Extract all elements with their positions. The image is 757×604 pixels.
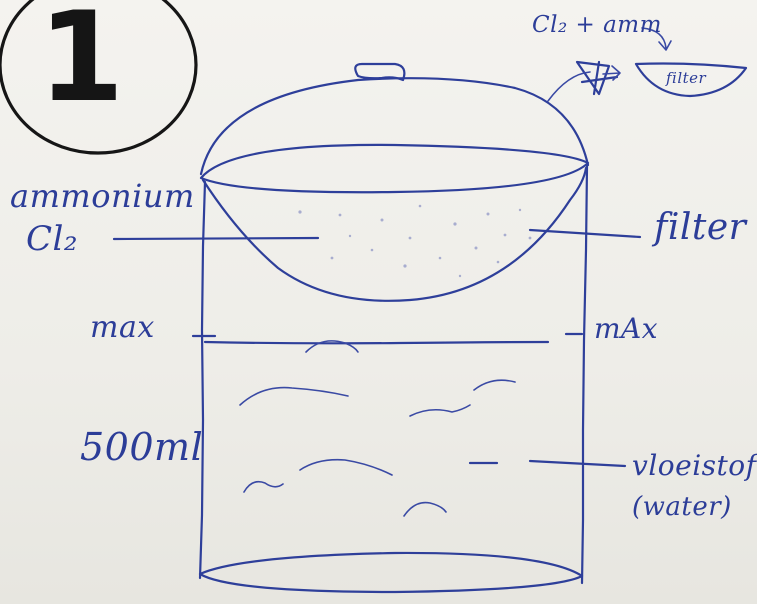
label-max-left: max [90, 313, 155, 343]
label-liquid-dutch: vloeistof [632, 452, 757, 480]
beaker-left-wall [200, 182, 205, 578]
step-number: 1 [38, 0, 124, 120]
label-cl2: Cl₂ [26, 222, 78, 256]
beaker-rim [201, 145, 588, 192]
inset-filter-label: filter [666, 71, 706, 86]
beaker-bottom [200, 553, 582, 592]
beaker-right-wall [582, 166, 587, 583]
cl2-leader-line [114, 238, 318, 239]
label-max-right: mAx [594, 315, 658, 343]
water-ripples [240, 341, 515, 516]
lid-dome [201, 78, 588, 174]
max-level-line [205, 342, 548, 343]
label-ammonium: ammonium [10, 180, 195, 212]
label-filter: filter [654, 210, 746, 246]
inset-label: Cl₂ + amm [532, 14, 662, 37]
label-liquid-english: (water) [632, 494, 732, 520]
filter-leader-line [530, 230, 640, 237]
liquid-leader-line [470, 461, 625, 466]
inset-mixture-icon [577, 62, 617, 94]
filter-contents [298, 205, 531, 277]
label-volume: 500ml [80, 428, 203, 466]
